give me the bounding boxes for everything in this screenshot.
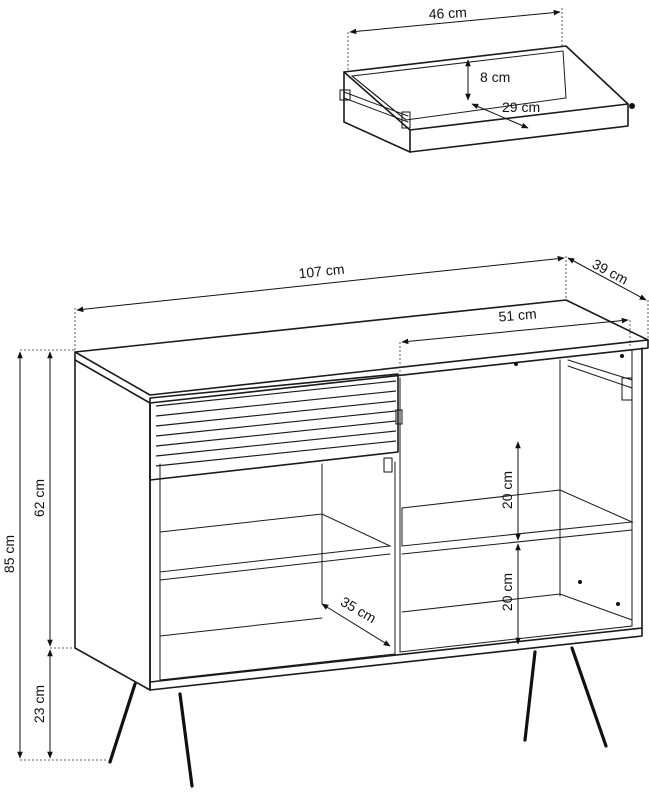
cabinet-width-label: 107 cm <box>298 261 345 282</box>
cabinet-drawing <box>17 255 649 788</box>
shelf-depth-label: 35 cm <box>338 593 379 626</box>
body-height-label: 62 cm <box>31 479 47 517</box>
drawer-width-label: 46 cm <box>428 4 467 22</box>
cabinet-depth-label: 39 cm <box>590 256 631 288</box>
shelf-height-upper-label: 20 cm <box>499 471 515 509</box>
drawer-height-label: 8 cm <box>480 69 510 85</box>
drawer-depth-label: 29 cm <box>502 99 540 115</box>
total-height-label: 85 cm <box>1 535 17 573</box>
compartment-width-label: 51 cm <box>498 305 537 324</box>
drawer-drawing <box>339 8 635 153</box>
leg-height-label: 23 cm <box>31 685 47 723</box>
shelf-height-lower-label: 20 cm <box>499 573 515 611</box>
